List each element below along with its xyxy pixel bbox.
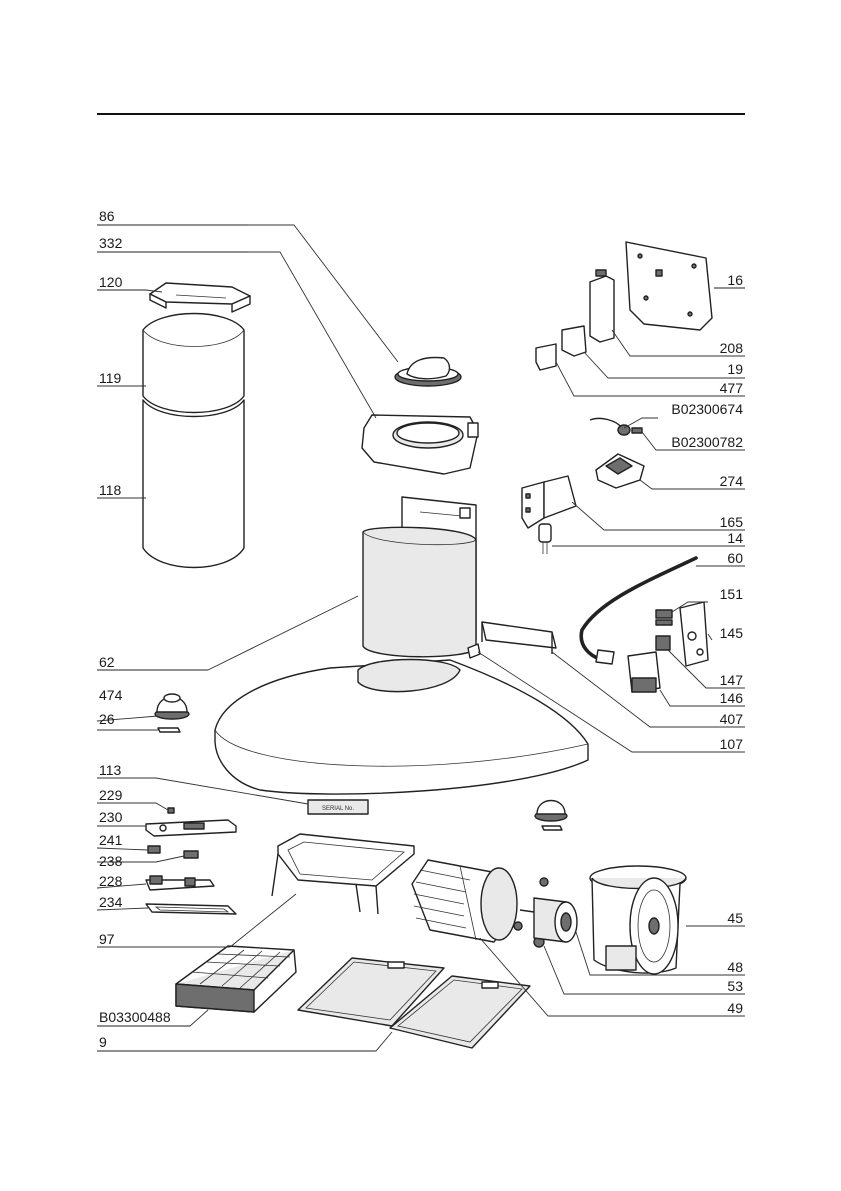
label-113: 113 [99,762,122,778]
label-14: 14 [727,530,743,546]
label-97: 97 [99,931,115,947]
label-234: 234 [99,894,123,910]
part-407-bracket [482,622,556,654]
part-230-control-bar [146,820,236,836]
label-45: 45 [727,910,743,926]
label-9: 9 [99,1034,107,1050]
part-145-bracket [680,602,708,666]
part-474-knob [155,694,189,719]
part-147-terminal [656,636,670,650]
part-208-capacitor [590,270,614,342]
part-151-terminal [656,610,672,625]
label-228: 228 [99,873,123,889]
label-107: 107 [720,736,744,752]
label-146: 146 [720,690,744,706]
label-86: 86 [99,208,115,224]
label-151: 151 [720,586,744,602]
part-120-bracket [150,283,250,312]
part-113-serial-panel: SERIAL No. [308,800,368,814]
label-B02300674: B02300674 [671,401,743,417]
label-118: 118 [99,482,122,498]
part-229-small [168,808,174,813]
part-234-frame [146,904,236,914]
label-147: 147 [720,672,744,688]
part-48-motor [520,898,577,942]
label-332: 332 [99,235,123,251]
label-407: 407 [720,711,744,727]
part-332-flange [362,415,478,474]
part-B03300488-carbon-filter [176,946,296,1012]
label-48: 48 [727,959,743,975]
label-16: 16 [727,272,743,288]
part-477-clip [536,344,556,370]
part-49-fan-wheel [412,860,517,942]
label-60: 60 [727,550,743,566]
label-19: 19 [727,361,743,377]
part-16-wall-plate [626,242,712,330]
part-228-switch-block [146,876,214,890]
label-B03300488: B03300488 [99,1009,171,1025]
label-120: 120 [99,274,123,290]
part-62-motor-housing [363,497,476,657]
part-19-clip [562,326,586,356]
part-274-box [596,454,644,488]
part-26-clip [158,728,180,732]
label-274: 274 [720,473,744,489]
part-knob-lower [535,801,567,831]
label-229: 229 [99,787,123,803]
label-26: 26 [99,711,115,727]
label-49: 49 [727,1000,743,1016]
label-145: 145 [720,625,744,641]
part-60-power-cable [581,558,696,664]
part-118-lower-chimney [143,400,244,568]
label-B02300782: B02300782 [671,434,743,450]
part-B02300674-lamp [590,418,630,435]
part-146-box [628,652,660,692]
label-165: 165 [720,514,744,530]
label-53: 53 [727,978,743,994]
label-62: 62 [99,654,115,670]
label-477: 477 [720,380,744,396]
serial-panel-text: SERIAL No. [322,806,354,812]
part-14-capacitor [539,524,551,554]
part-86-cap [395,358,461,386]
part-B02300782-bulb [632,428,642,433]
label-119: 119 [99,370,122,386]
label-238: 238 [99,853,123,869]
label-208: 208 [720,340,744,356]
label-230: 230 [99,809,123,825]
part-hood-canopy [215,660,588,795]
part-97-support-frame [272,834,414,914]
part-165-switch-bracket [522,476,576,528]
label-474: 474 [99,687,123,703]
part-45-fan-housing [590,866,686,974]
label-241: 241 [99,832,123,848]
part-238-chip [184,851,198,858]
part-119-upper-chimney [143,314,244,413]
part-241-chip [148,846,160,853]
